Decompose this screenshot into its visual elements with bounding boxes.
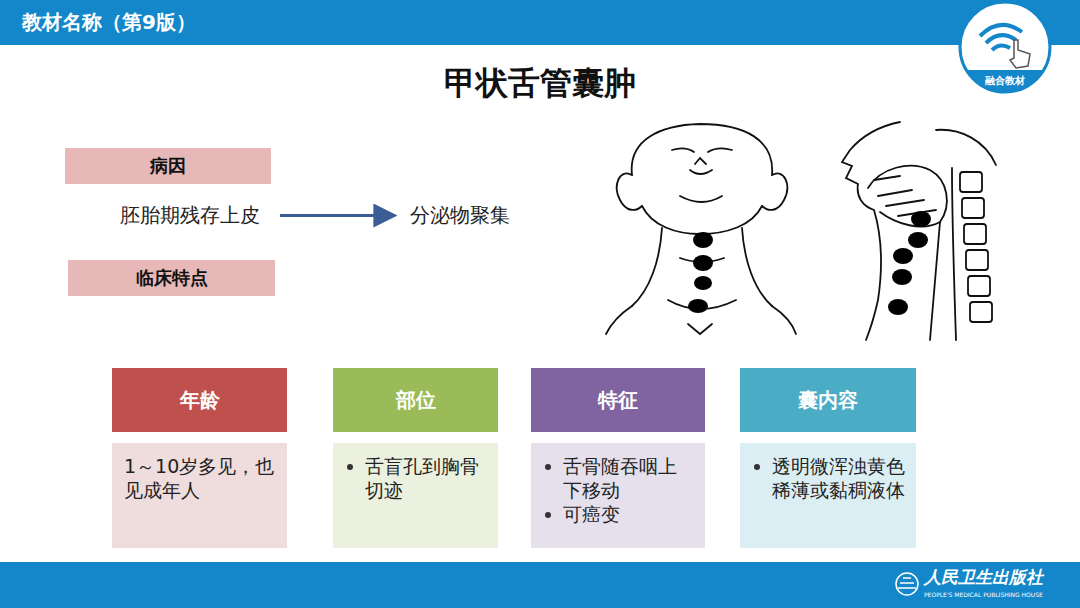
bullet-dot <box>347 464 353 470</box>
item-text: 舌骨随吞咽上下移动 <box>563 455 677 501</box>
publisher-name: 人民卫生出版社 <box>924 566 1043 589</box>
item-text: 舌盲孔到胸骨切迹 <box>365 455 479 501</box>
bullet-dot <box>754 464 760 470</box>
column-body: 舌盲孔到胸骨切迹 <box>333 443 498 548</box>
node-text: 分泌物聚集 <box>403 203 517 228</box>
header-bar <box>0 0 1080 45</box>
node-text: 部位 <box>341 388 490 413</box>
node-text: 病因 <box>73 155 263 178</box>
column-header: 年龄 <box>112 368 287 432</box>
column-body: 舌骨随吞咽上下移动可癌变 <box>531 443 705 548</box>
sagittal-drawing <box>842 122 996 340</box>
column-header: 特征 <box>531 368 705 432</box>
face-drawing <box>606 124 796 334</box>
footer-bar <box>0 562 1080 608</box>
logo <box>960 2 1050 93</box>
bullet-item: 可癌变 <box>543 503 695 527</box>
item-text: 可癌变 <box>563 503 620 525</box>
textbook-name: 教材名称（第9版） <box>22 9 196 36</box>
node-text: 囊内容 <box>748 388 908 413</box>
node-text: 特征 <box>539 388 697 413</box>
cause-text: 胚胎期残存上皮 <box>100 198 280 233</box>
section-tag: 临床特点 <box>68 260 275 296</box>
slide-title: 甲状舌管囊肿 <box>0 62 1080 106</box>
result-text: 分泌物聚集 <box>395 198 525 233</box>
node-text: 年龄 <box>120 388 279 413</box>
node-text: 临床特点 <box>76 267 267 290</box>
bullet-item: 舌盲孔到胸骨切迹 <box>345 455 488 503</box>
column-body: 1～10岁多见，也见成年人 <box>112 443 287 548</box>
node-text: 1～10岁多见，也见成年人 <box>124 455 277 503</box>
column-header: 囊内容 <box>740 368 916 432</box>
flow-arrow <box>280 214 395 217</box>
bullet-item: 舌骨随吞咽上下移动 <box>543 455 695 503</box>
column-body: 透明微浑浊黄色稀薄或黏稠液体 <box>740 443 916 548</box>
column-header: 部位 <box>333 368 498 432</box>
item-text: 透明微浑浊黄色稀薄或黏稠液体 <box>772 455 905 501</box>
publisher-english: PEOPLE'S MEDICAL PUBLISHING HOUSE <box>924 591 1043 598</box>
section-tag: 病因 <box>65 148 271 184</box>
bullet-item: 透明微浑浊黄色稀薄或黏稠液体 <box>752 455 906 503</box>
node-text: 胚胎期残存上皮 <box>108 203 272 228</box>
bullet-dot <box>545 464 551 470</box>
bullet-dot <box>545 512 551 518</box>
publisher-mark <box>896 573 918 595</box>
logo-caption: 融合教材 <box>983 74 1027 88</box>
